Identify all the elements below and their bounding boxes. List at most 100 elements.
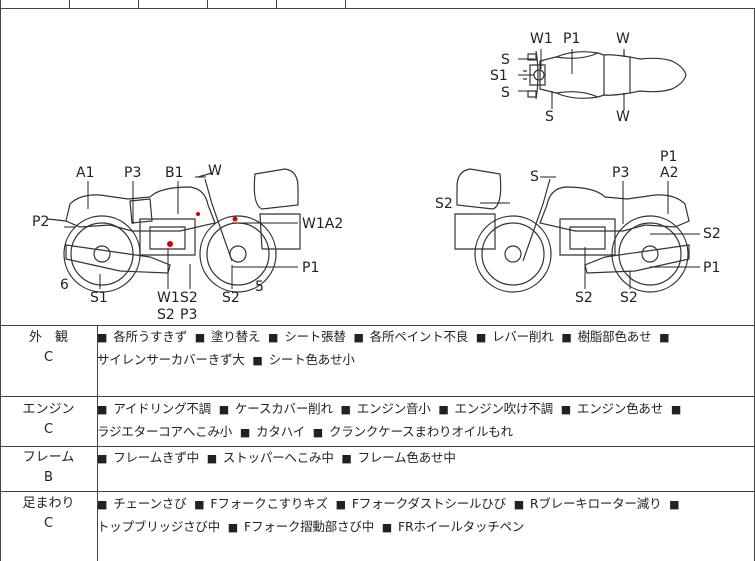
table-border	[0, 8, 755, 9]
diagram-label: S1	[90, 290, 108, 306]
bullet-icon: ■	[97, 498, 108, 511]
condition-item: クランクケースまわりオイルもれ	[328, 424, 513, 439]
diagram-label: P1	[660, 149, 677, 165]
condition-item: ストッパーへこみ中	[222, 450, 334, 465]
bullet-icon: ■	[513, 498, 524, 511]
right-view-labels: S P1 P3 A2 S2 S2 P1 S2 S2	[435, 149, 721, 306]
diagram-label: W	[208, 163, 222, 179]
diagram-label: P3	[612, 165, 629, 181]
diagram-label: S2	[157, 307, 175, 323]
diagram-label: P3	[180, 307, 197, 323]
condition-item: エンジン音小	[356, 401, 431, 416]
table-border	[138, 0, 139, 8]
section-grade: C	[43, 350, 54, 365]
bullet-icon: ■	[97, 403, 108, 416]
bullet-icon: ■	[335, 498, 346, 511]
condition-item: シート色あせ小	[268, 352, 355, 367]
bullet-icon: ■	[227, 521, 238, 534]
condition-item: 樹脂部色あせ	[577, 329, 652, 344]
bullet-icon: ■	[194, 498, 205, 511]
table-border	[0, 446, 755, 447]
diagram-label: W1	[157, 290, 180, 306]
bullet-icon: ■	[475, 331, 487, 344]
damage-diagram: W1 P1 W S S1 S S W A1 P3 B1 W P2 W1A2 P1…	[32, 31, 721, 323]
bullet-icon: ■	[560, 403, 571, 416]
condition-item: チェーンさび	[113, 496, 187, 511]
section-grade: C	[43, 516, 54, 531]
condition-item: FRホイールタッチペン	[397, 519, 525, 534]
diagram-label: S1	[490, 68, 508, 84]
section-exterior-items: ■ 各所うすきず ■ 塗り替え ■ シート張替 ■ 各所ペイント不良 ■ レバー削れ ■ 樹…	[97, 326, 749, 372]
diagram-label: S2	[180, 290, 198, 306]
table-border	[0, 325, 755, 326]
diagram-label: S	[545, 109, 554, 125]
condition-item: ケースカバー削れ	[234, 401, 333, 416]
condition-item: Fフォークこすりキズ	[210, 496, 328, 511]
bullet-icon: ■	[659, 331, 670, 344]
diagram-label: P1	[563, 31, 580, 47]
diagram-label: 6	[60, 277, 69, 293]
condition-item: Fフォーク摺動部さび中	[244, 519, 374, 534]
left-view-labels: A1 P3 B1 W P2 W1A2 P1 6 S1 W1 S2 S2 P3 S…	[32, 163, 343, 323]
bullet-icon: ■	[218, 403, 229, 416]
table-border	[345, 0, 346, 8]
condition-item: ラジエターコアへこみ小	[97, 424, 233, 439]
section-engine-items: ■アイドリング不調 ■ケースカバー削れ ■エンジン音小 ■エンジン吹け不調 ■エ…	[97, 398, 749, 444]
bullet-icon: ■	[206, 452, 217, 465]
section-frame-label: フレーム B	[0, 448, 97, 488]
condition-item: アイドリング不調	[113, 401, 211, 416]
diagram-label: S2	[620, 290, 638, 306]
diagram-label: W1A2	[302, 216, 343, 232]
diagram-label: S2	[575, 290, 593, 306]
table-border	[69, 0, 70, 8]
table-border	[0, 0, 1, 8]
condition-item: カタハイ	[256, 424, 305, 439]
diagram-label: S	[501, 85, 510, 101]
bullet-icon: ■	[438, 403, 449, 416]
section-engine-label: エンジン C	[0, 400, 97, 440]
condition-item: 各所うすきず	[113, 329, 188, 344]
diagram-label: W1	[530, 31, 553, 47]
condition-item: レバー削れ	[492, 329, 554, 344]
condition-item: トップブリッジさび中	[97, 519, 221, 534]
bullet-icon: ■	[312, 426, 323, 439]
section-name: 外 観	[28, 330, 68, 345]
diagram-label: A2	[660, 165, 678, 181]
diagram-label: P1	[703, 260, 720, 276]
right-view-motorcycle	[454, 168, 690, 293]
condition-item: フレーム色あせ中	[357, 450, 456, 465]
top-view-labels: W1 P1 W S S1 S S W	[490, 31, 630, 125]
table-border	[0, 491, 755, 492]
bullet-icon: ■	[669, 498, 680, 511]
condition-item: フレームきず中	[113, 450, 199, 465]
diagram-label: S2	[222, 290, 240, 306]
bullet-icon: ■	[194, 331, 205, 344]
bullet-icon: ■	[341, 452, 352, 465]
section-frame-items: ■フレームきず中 ■ストッパーへこみ中 ■フレーム色あせ中	[97, 447, 749, 470]
bullet-icon: ■	[252, 354, 263, 367]
condition-item: 塗り替え	[211, 329, 261, 344]
diagram-label: W	[616, 31, 630, 47]
condition-item: 各所ペイント不良	[369, 329, 469, 344]
section-grade: B	[44, 470, 53, 485]
bullet-icon: ■	[97, 331, 108, 344]
bullet-icon: ■	[340, 403, 351, 416]
diagram-label: P1	[302, 260, 319, 276]
bullet-icon: ■	[561, 331, 572, 344]
table-border	[0, 8, 1, 561]
bullet-icon: ■	[670, 403, 682, 416]
diagram-label: B1	[165, 165, 184, 181]
condition-item: エンジン色あせ	[576, 401, 664, 416]
condition-item: シート張替	[284, 329, 346, 344]
section-suspension-items: ■チェーンさび ■Fフォークこすりキズ ■Fフォークダストシールひび ■Rブレー…	[97, 493, 749, 539]
table-border	[97, 325, 98, 561]
condition-item: Fフォークダストシールひび	[351, 496, 506, 511]
table-border	[276, 0, 277, 8]
diagram-label: A1	[76, 165, 94, 181]
bullet-icon: ■	[267, 331, 279, 344]
bullet-icon: ■	[381, 521, 392, 534]
diagram-label: P2	[32, 214, 49, 230]
left-view-motorcycle	[47, 168, 301, 293]
section-name: フレーム	[22, 450, 75, 465]
bullet-icon: ■	[239, 426, 251, 439]
